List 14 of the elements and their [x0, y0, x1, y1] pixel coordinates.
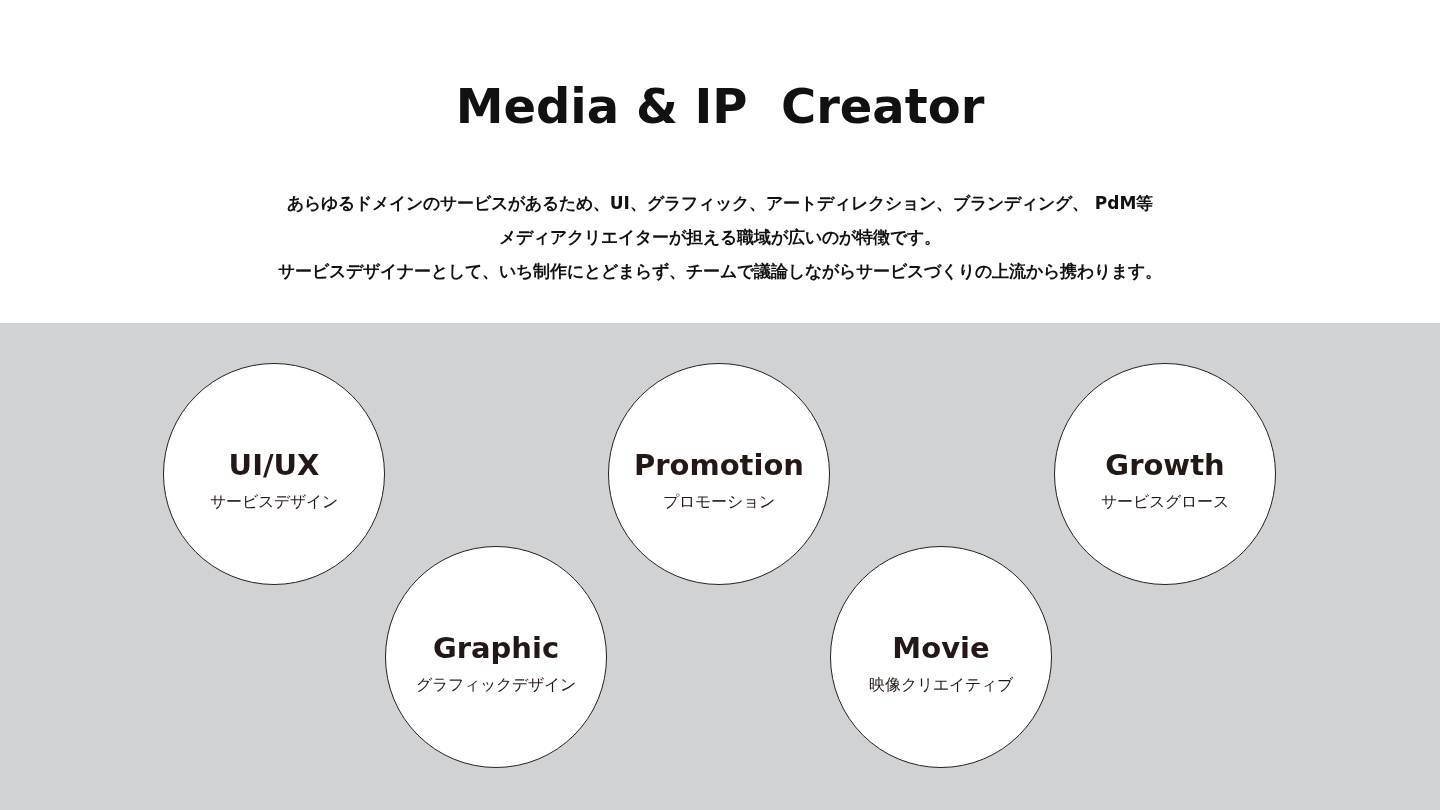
category-subtitle: 映像クリエイティブ	[868, 675, 1014, 696]
category-title: Promotion	[633, 448, 805, 482]
category-title: Movie	[891, 631, 991, 665]
category-subtitle: グラフィックデザイン	[415, 675, 577, 696]
category-title: Growth	[1104, 448, 1226, 482]
description-text: サービスデザイナーとして、いち制作にとどまらず、チームで議論しながらサービスづくりの上流から携わります。	[277, 260, 1163, 283]
title: Media & IP Creator	[454, 78, 986, 134]
description-text: あらゆるドメインのサービスがあるため、UI、グラフィック、アートディレクション、ブランディング、 PdM等	[285, 192, 1155, 215]
category-subtitle: サービスグロース	[1100, 492, 1230, 513]
category-title: UI/UX	[227, 448, 321, 482]
category-subtitle: サービスデザイン	[209, 492, 339, 513]
description-text: メディアクリエイターが担える職域が広いのが特徴です。	[498, 226, 942, 249]
category-title: Graphic	[431, 631, 561, 665]
category-subtitle: プロモーション	[662, 492, 776, 513]
